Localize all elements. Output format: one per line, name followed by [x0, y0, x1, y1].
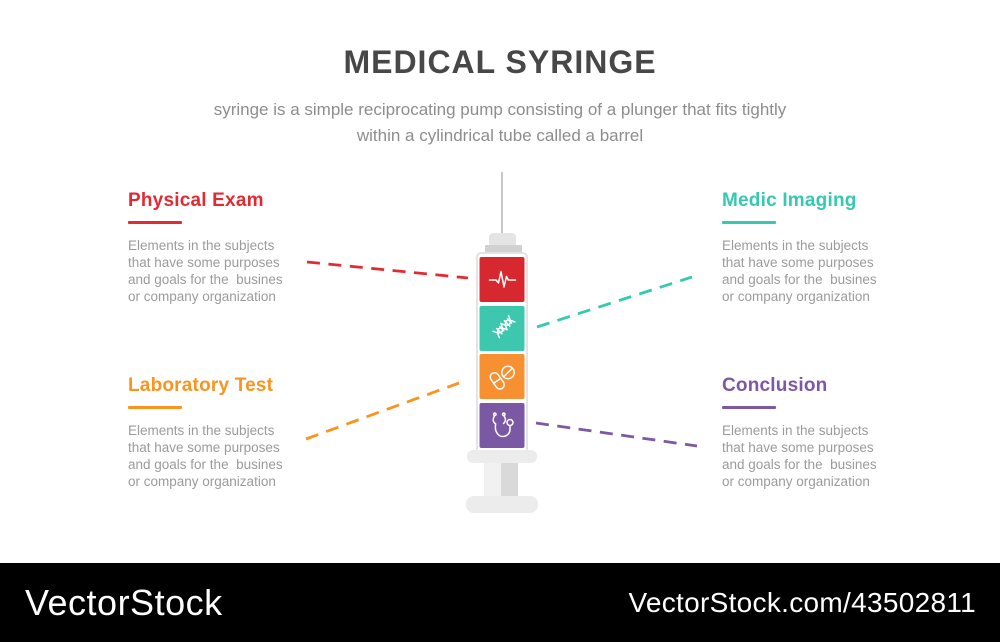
syringe-block-physical-exam [479, 257, 525, 302]
section-underline [128, 221, 182, 224]
section-physical-exam: Physical Exam Elements in the subjects t… [128, 190, 338, 306]
section-underline [722, 406, 776, 409]
syringe-hub [489, 233, 516, 246]
watermark-bar: VectorStock VectorStock.com/43502811 [0, 563, 1000, 642]
syringe-block-medic-imaging [479, 305, 525, 351]
section-body: Elements in the subjects that have some … [128, 422, 283, 490]
section-underline [128, 406, 182, 409]
stethoscope-icon [491, 412, 514, 438]
section-title: Conclusion [722, 375, 828, 396]
heart-pulse-icon [488, 270, 516, 288]
section-underline [722, 221, 776, 224]
section-conclusion: Conclusion Elements in the subjects that… [722, 375, 932, 491]
connector-conclusion [535, 421, 698, 448]
syringe-plunger-shaft-shade [501, 460, 518, 500]
section-body: Elements in the subjects that have some … [722, 237, 877, 305]
syringe-plunger-end [466, 496, 538, 513]
syringe-block-conclusion [479, 402, 525, 448]
dna-icon [491, 314, 516, 339]
connector-medic-imaging [536, 275, 693, 329]
section-title: Medic Imaging [722, 190, 857, 211]
page-subtitle: syringe is a simple reciprocating pump c… [213, 100, 787, 145]
syringe-plunger-shaft [484, 460, 518, 500]
section-body: Elements in the subjects that have some … [128, 237, 283, 305]
section-laboratory-test: Laboratory Test Elements in the subjects… [128, 375, 338, 491]
syringe-needle [501, 172, 503, 234]
syringe-barrel [476, 252, 528, 455]
section-title: Laboratory Test [128, 375, 274, 396]
syringe-block-laboratory-test [479, 354, 525, 399]
syringe-flange [467, 450, 537, 463]
page-title: MEDICAL SYRINGE [343, 44, 657, 80]
section-title: Physical Exam [128, 190, 264, 211]
section-body: Elements in the subjects that have some … [722, 422, 877, 490]
section-medic-imaging: Medic Imaging Elements in the subjects t… [722, 190, 932, 306]
watermark-url: VectorStock.com/43502811 [628, 586, 976, 618]
pills-icon [488, 365, 515, 390]
vectorstock-logo: VectorStock [25, 581, 223, 623]
syringe-hub-base [485, 245, 522, 253]
